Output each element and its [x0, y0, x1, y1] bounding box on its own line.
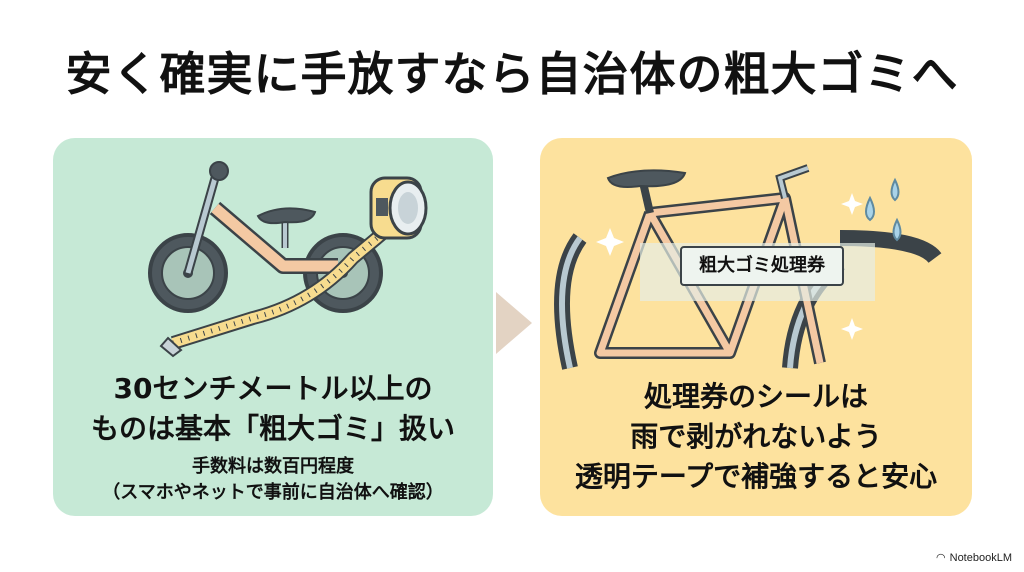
- balance-bike-illustration: [148, 161, 428, 358]
- right-arrow-icon: [496, 292, 532, 354]
- sticker-label: 粗大ゴミ処理券: [680, 246, 844, 286]
- brand-label: NotebookLM: [949, 551, 1012, 564]
- page-title: 安く確実に手放すなら自治体の粗大ゴミへ: [65, 47, 959, 101]
- left-card: 30センチメートル以上の ものは基本「粗大ゴミ」扱い 手数料は数百円程度 （スマ…: [53, 138, 493, 516]
- right-line2: 雨で剥がれないよう: [630, 420, 882, 453]
- notebooklm-logo-icon: ◠: [936, 552, 946, 564]
- left-sub-line2: （スマホやネットで事前に自治体へ確認）: [102, 482, 444, 503]
- right-line3: 透明テープで補強すると安心: [574, 460, 938, 493]
- left-heading-line2: ものは基本「粗大ゴミ」扱い: [90, 412, 455, 445]
- left-sub-line1: 手数料は数百円程度: [192, 456, 354, 477]
- branding: ◠ NotebookLM: [936, 551, 1012, 565]
- right-card: 粗大ゴミ処理券 処理券のシールは 雨で剥がれないよう 透明テープで補強すると安心: [540, 138, 972, 516]
- left-heading-line1: 30センチメートル以上の: [113, 372, 433, 405]
- right-line1: 処理券のシールは: [643, 380, 868, 413]
